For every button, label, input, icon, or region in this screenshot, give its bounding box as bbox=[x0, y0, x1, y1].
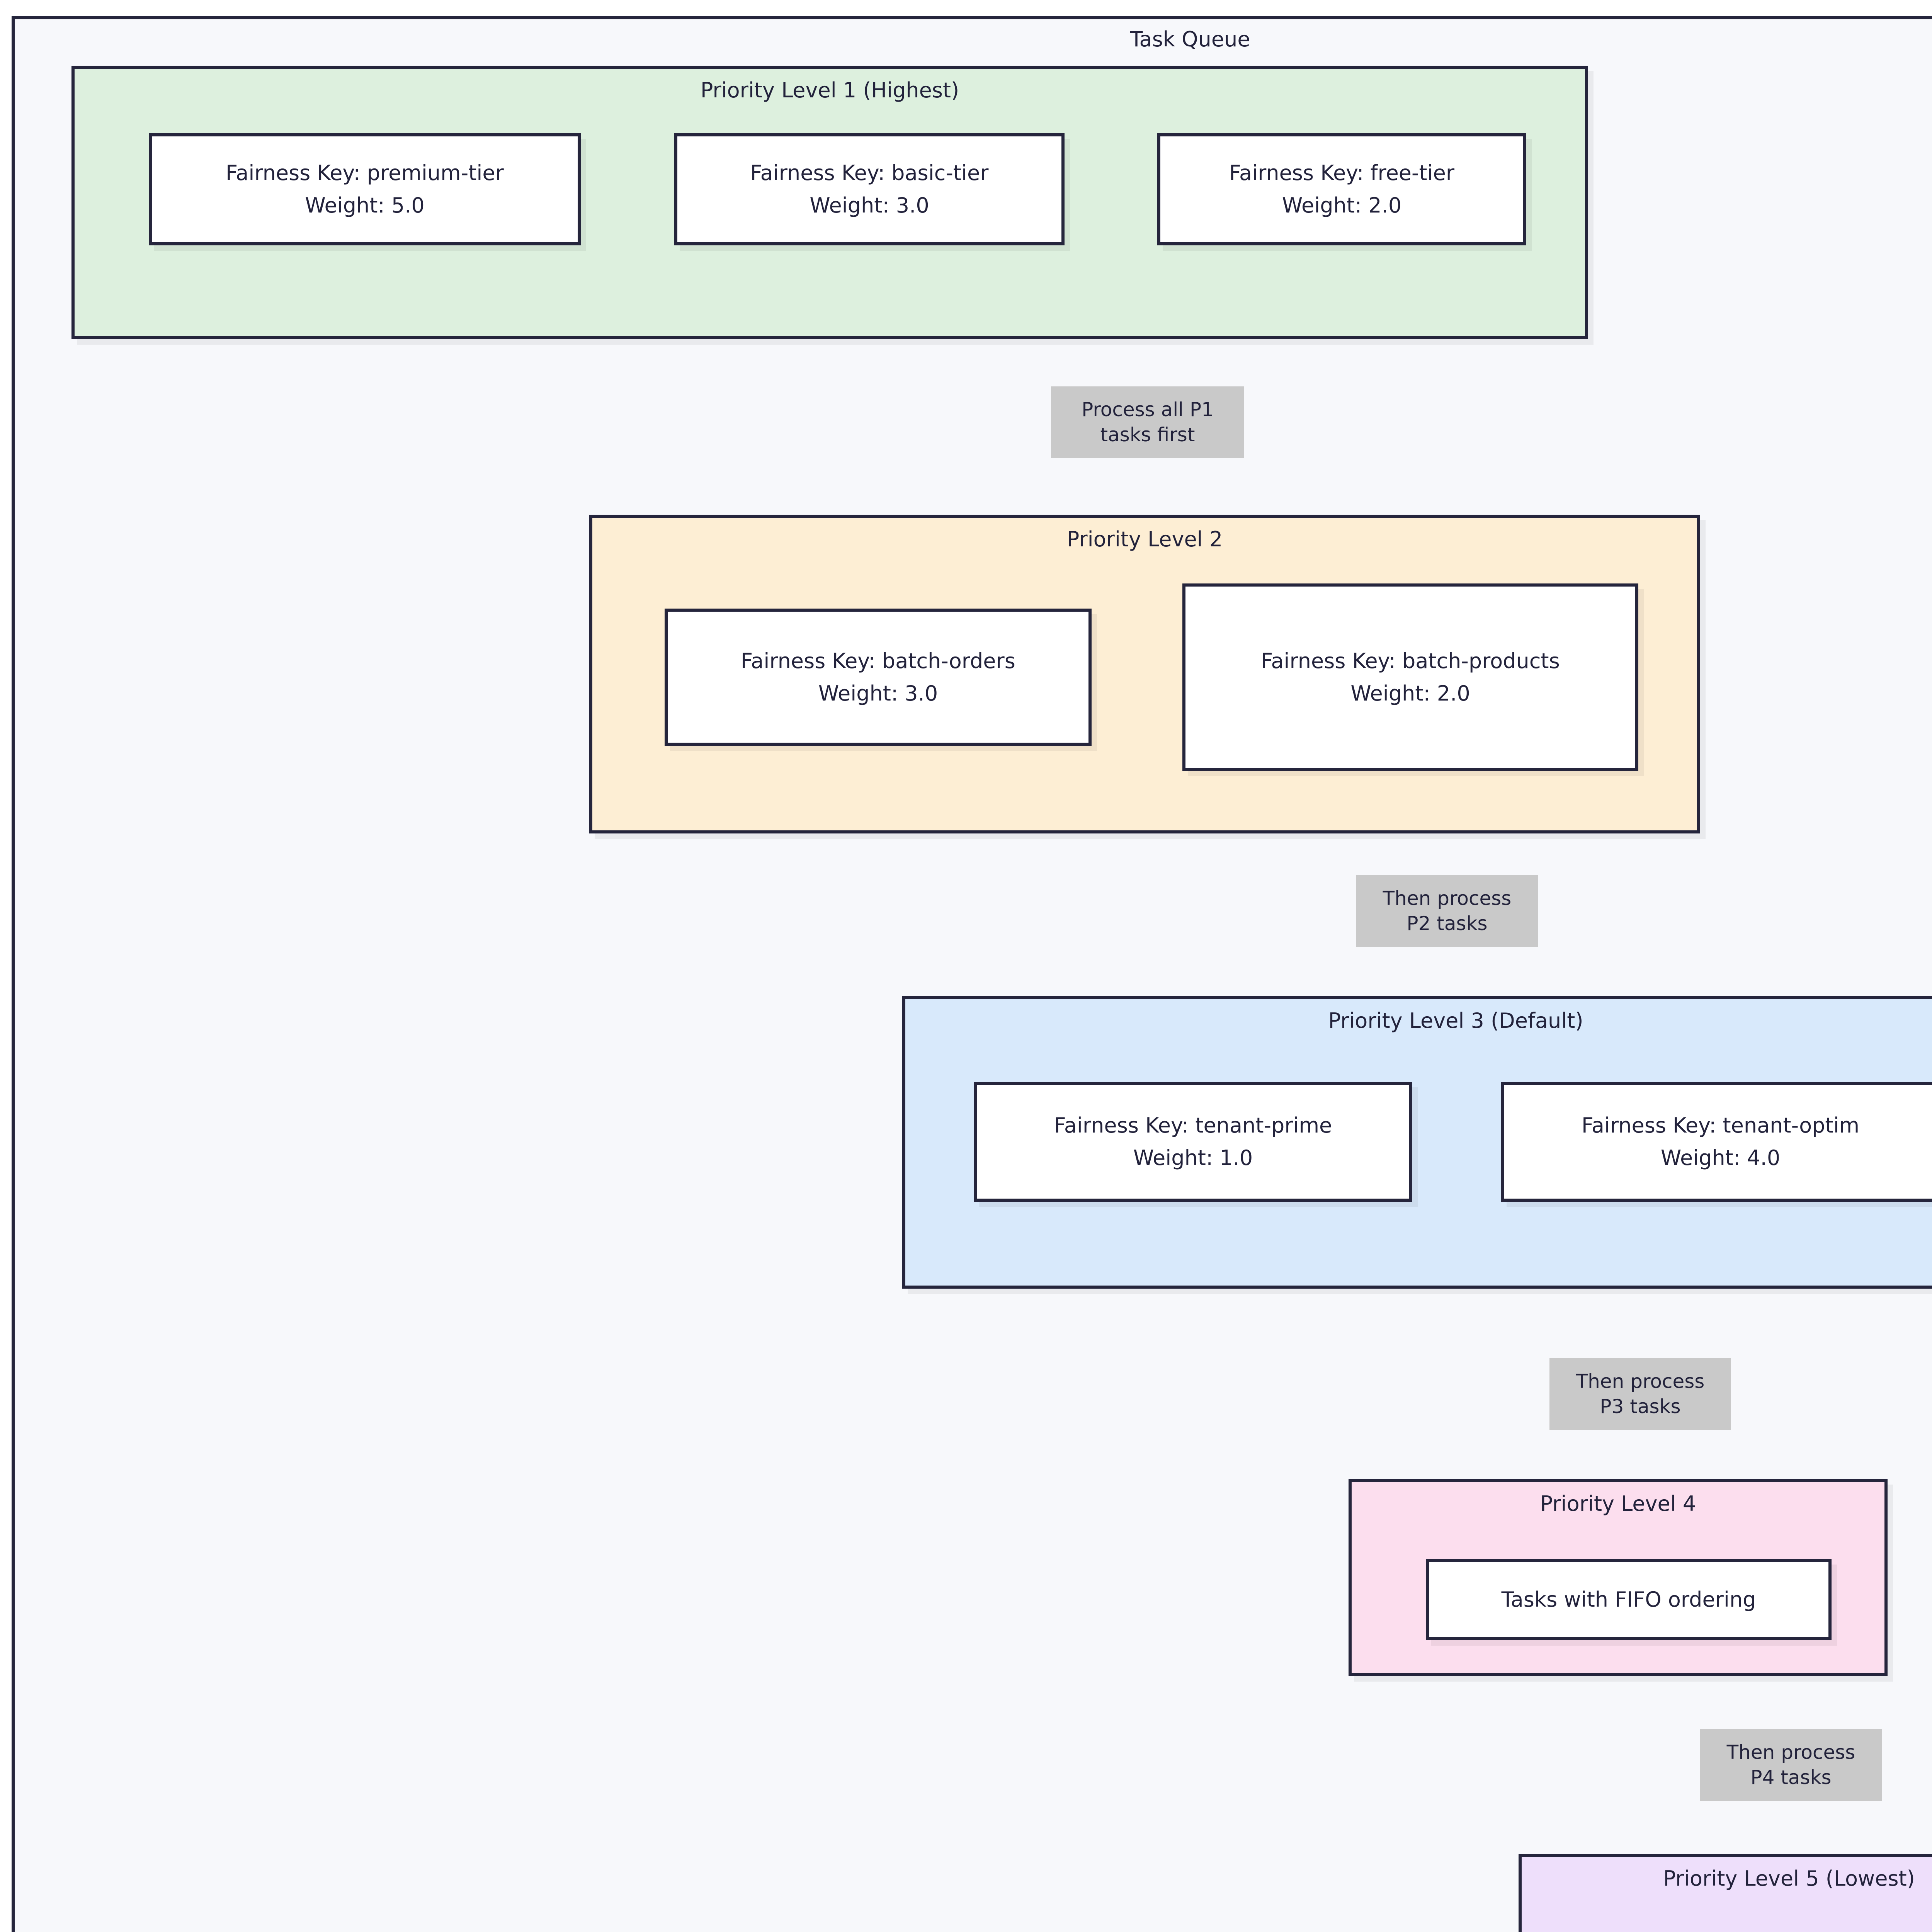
weight-label: Weight: 2.0 bbox=[1350, 681, 1470, 706]
fairness-key-label: Fairness Key: premium-tier bbox=[226, 161, 504, 185]
edge-label-line-1: Process all P1 bbox=[1082, 398, 1214, 421]
weight-label: Weight: 3.0 bbox=[810, 193, 929, 218]
edge-label-line-2: tasks first bbox=[1100, 423, 1195, 446]
fifo-node-level-4[interactable]: Tasks with FIFO ordering bbox=[1426, 1559, 1832, 1640]
weight-label: Weight: 1.0 bbox=[1133, 1146, 1253, 1170]
weight-label: Weight: 2.0 bbox=[1282, 193, 1402, 218]
edge-label-process-all-p1: Process all P1 tasks first bbox=[1051, 386, 1244, 458]
fairness-key-label: Fairness Key: basic-tier bbox=[750, 161, 989, 185]
priority-level-3-title: Priority Level 3 (Default) bbox=[1328, 1009, 1583, 1033]
edge-label-then-process-p4: Then process P4 tasks bbox=[1700, 1729, 1882, 1801]
priority-level-5-title: Priority Level 5 (Lowest) bbox=[1663, 1866, 1915, 1891]
fairness-node-tenant-optim[interactable]: Fairness Key: tenant-optim Weight: 4.0 bbox=[1501, 1082, 1932, 1202]
fifo-label: Tasks with FIFO ordering bbox=[1501, 1587, 1756, 1612]
fairness-key-label: Fairness Key: free-tier bbox=[1229, 161, 1455, 185]
priority-level-2-title: Priority Level 2 bbox=[1066, 527, 1223, 551]
edge-label-then-process-p2: Then process P2 tasks bbox=[1356, 875, 1538, 947]
priority-level-1-title: Priority Level 1 (Highest) bbox=[700, 78, 959, 102]
edge-label-line-1: Then process bbox=[1383, 887, 1512, 910]
fairness-key-label: Fairness Key: batch-products bbox=[1261, 648, 1560, 673]
edge-label-then-process-p3: Then process P3 tasks bbox=[1549, 1358, 1731, 1430]
fairness-node-batch-orders[interactable]: Fairness Key: batch-orders Weight: 3.0 bbox=[665, 609, 1092, 746]
weight-label: Weight: 3.0 bbox=[818, 681, 938, 706]
weight-label: Weight: 4.0 bbox=[1660, 1146, 1781, 1170]
cluster-priority-level-5: Priority Level 5 (Lowest) bbox=[1519, 1854, 1932, 1932]
task-queue-title: Task Queue bbox=[1130, 27, 1250, 51]
fairness-node-free-tier[interactable]: Fairness Key: free-tier Weight: 2.0 bbox=[1157, 133, 1526, 245]
fairness-node-basic-tier[interactable]: Fairness Key: basic-tier Weight: 3.0 bbox=[674, 133, 1065, 245]
weight-label: Weight: 5.0 bbox=[305, 193, 425, 218]
edge-label-line-2: P4 tasks bbox=[1750, 1766, 1832, 1789]
fairness-key-label: Fairness Key: batch-orders bbox=[741, 648, 1015, 673]
fairness-node-premium-tier[interactable]: Fairness Key: premium-tier Weight: 5.0 bbox=[149, 133, 581, 245]
edge-label-line-1: Then process bbox=[1576, 1370, 1705, 1393]
fairness-key-label: Fairness Key: tenant-prime bbox=[1054, 1113, 1332, 1138]
fairness-node-batch-products[interactable]: Fairness Key: batch-products Weight: 2.0 bbox=[1182, 583, 1638, 771]
fairness-node-tenant-prime[interactable]: Fairness Key: tenant-prime Weight: 1.0 bbox=[974, 1082, 1412, 1202]
fairness-key-label: Fairness Key: tenant-optim bbox=[1581, 1113, 1860, 1138]
edge-label-line-1: Then process bbox=[1726, 1741, 1855, 1764]
edge-label-line-2: P2 tasks bbox=[1406, 912, 1488, 935]
edge-label-line-2: P3 tasks bbox=[1600, 1395, 1681, 1418]
priority-level-4-title: Priority Level 4 bbox=[1540, 1492, 1696, 1516]
